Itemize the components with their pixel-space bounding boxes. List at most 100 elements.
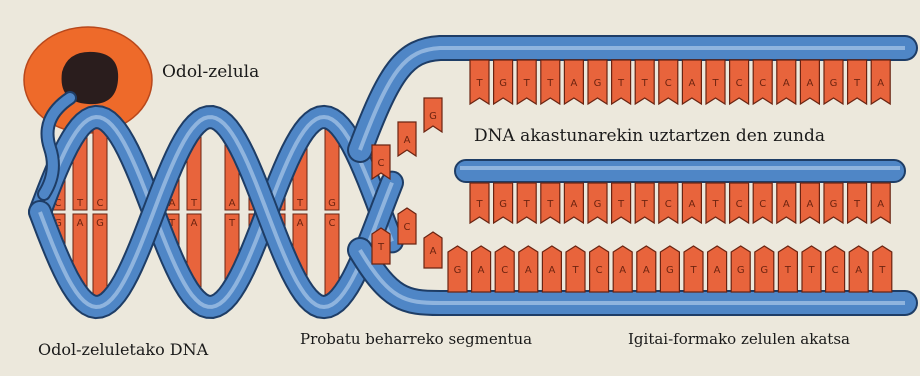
bottom-base-15-letter: T — [807, 265, 815, 276]
helix-pair-10-b-letter: C — [329, 218, 336, 229]
top-base-10-letter: T — [711, 78, 719, 89]
helix-pair-9-a-letter: T — [296, 198, 304, 209]
label-test-segment: Probatu beharreko segmentua — [300, 330, 532, 348]
bottom-base-14-letter: T — [784, 265, 792, 276]
probe-base-6-letter: T — [617, 199, 625, 210]
bottom-base-10: T — [684, 246, 703, 292]
bottom-base-16-letter: C — [832, 265, 839, 276]
bottom-base-8: A — [637, 246, 656, 292]
top-base-2-letter: T — [523, 78, 531, 89]
bottom-base-0-letter: G — [454, 265, 462, 276]
top-base-11: C — [730, 60, 749, 104]
top-base-1-letter: G — [499, 78, 507, 89]
bottom-base-5: T — [566, 246, 585, 292]
bottom-base-11: A — [708, 246, 727, 292]
bottom-base-3-letter: A — [525, 265, 532, 276]
label-blood-cell-dna: Odol-zeluletako DNA — [38, 340, 208, 359]
top-base-2: T — [517, 60, 536, 104]
probe-base-13: A — [777, 183, 796, 223]
probe-base-5: G — [588, 183, 607, 223]
probe-base-11: C — [730, 183, 749, 223]
helix-pair-1-a-letter: T — [76, 198, 84, 209]
probe-bar — [455, 160, 905, 182]
top-base-1: G — [494, 60, 513, 104]
top-base-14: A — [800, 60, 819, 104]
top-base-11-letter: C — [736, 78, 743, 89]
bottom-base-7-letter: A — [619, 265, 626, 276]
helix-pair-5-b-letter: A — [191, 218, 198, 229]
probe-base-15: G — [824, 183, 843, 223]
bottom-base-2: C — [495, 246, 514, 292]
fork-bottom-base-1-letter: C — [404, 222, 411, 233]
label-sickle-cell-defect: Igitai-formako zelulen akatsa — [628, 330, 850, 348]
top-base-15-letter: G — [830, 78, 838, 89]
top-base-9-letter: A — [688, 78, 695, 89]
probe-base-10-letter: T — [711, 199, 719, 210]
top-base-3-letter: T — [546, 78, 554, 89]
fork-bottom-base-1: C — [398, 208, 416, 244]
top-base-0-letter: T — [475, 78, 483, 89]
bottom-base-5-letter: T — [571, 265, 579, 276]
probe-base-0-letter: T — [475, 199, 483, 210]
fork-bottom-base-0-letter: T — [377, 242, 385, 253]
top-base-12-letter: C — [759, 78, 766, 89]
probe-base-3-letter: T — [546, 199, 554, 210]
bottom-base-16: C — [826, 246, 845, 292]
probe-base-14-letter: A — [806, 199, 813, 210]
probe-base-12: C — [753, 183, 772, 223]
helix-pair-2-b-letter: G — [96, 218, 104, 229]
top-base-4: A — [564, 60, 583, 104]
probe-base-7: T — [635, 183, 654, 223]
bottom-base-1: A — [472, 246, 491, 292]
probe-base-1-letter: G — [499, 199, 507, 210]
top-base-17-letter: A — [877, 78, 884, 89]
probe-base-12-letter: C — [759, 199, 766, 210]
bottom-base-17-letter: A — [855, 265, 862, 276]
bottom-base-9: G — [660, 246, 679, 292]
fork-bottom-base-0: T — [372, 228, 390, 264]
probe-base-6: T — [612, 183, 631, 223]
helix-pair-6-b-letter: T — [228, 218, 236, 229]
probe-base-17-letter: A — [877, 199, 884, 210]
probe-base-14: A — [800, 183, 819, 223]
bottom-base-15: T — [802, 246, 821, 292]
top-base-9: A — [682, 60, 701, 104]
probe-base-2: T — [517, 183, 536, 223]
top-base-13-letter: A — [783, 78, 790, 89]
probe-base-3: T — [541, 183, 560, 223]
probe-base-16: T — [848, 183, 867, 223]
bottom-base-7: A — [613, 246, 632, 292]
probe-base-7-letter: T — [641, 199, 649, 210]
top-base-17: A — [871, 60, 890, 104]
top-base-6-letter: T — [617, 78, 625, 89]
top-base-16: T — [848, 60, 867, 104]
label-blood-cell: Odol-zelula — [162, 62, 259, 82]
bottom-base-18: T — [873, 246, 892, 292]
probe-base-15-letter: G — [830, 199, 838, 210]
bottom-base-11-letter: A — [714, 265, 721, 276]
top-base-6: T — [612, 60, 631, 104]
probe-base-0: T — [470, 183, 489, 223]
fork-top-base-0-letter: C — [378, 158, 385, 169]
probe-base-8-letter: C — [665, 199, 672, 210]
helix-pair-5-a-letter: T — [190, 198, 198, 209]
probe-base-9-letter: A — [688, 199, 695, 210]
bottom-base-4: A — [542, 246, 561, 292]
top-base-5-letter: G — [594, 78, 602, 89]
fork-bottom-base-2: A — [424, 232, 442, 268]
top-base-3: T — [541, 60, 560, 104]
top-base-12: C — [753, 60, 772, 104]
probe-base-13-letter: A — [783, 199, 790, 210]
bottom-base-12: G — [731, 246, 750, 292]
helix-pair-6-a-letter: A — [229, 198, 236, 209]
fork-top-base-1-letter: A — [404, 135, 411, 146]
helix-pair-9-b-letter: A — [297, 218, 304, 229]
bottom-base-2-letter: C — [501, 265, 508, 276]
helix-pair-10-a-letter: G — [328, 198, 336, 209]
bottom-base-13: G — [755, 246, 774, 292]
top-base-10: T — [706, 60, 725, 104]
probe-base-4-letter: A — [570, 199, 577, 210]
probe-base-5-letter: G — [594, 199, 602, 210]
probe-base-11-letter: C — [736, 199, 743, 210]
